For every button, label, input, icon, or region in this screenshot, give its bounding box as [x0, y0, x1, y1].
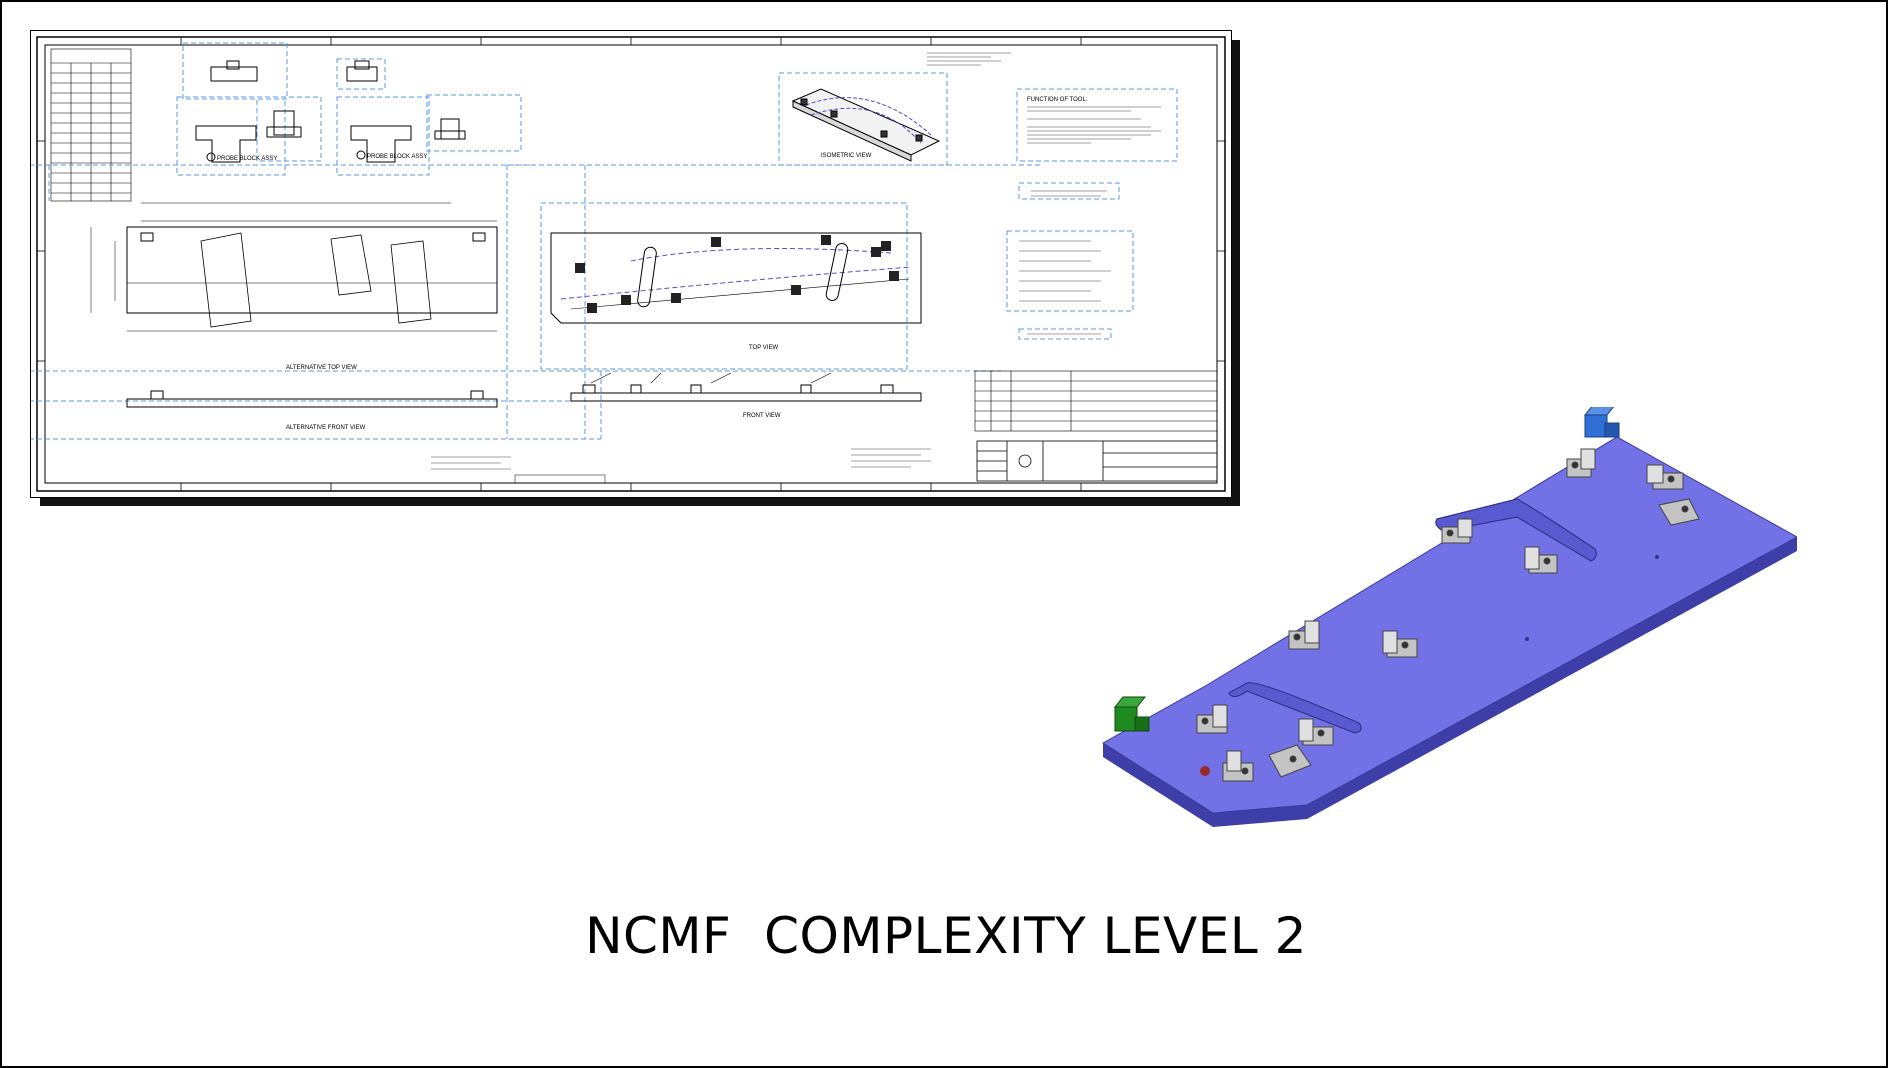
- fixture-model-svg: [1102, 407, 1797, 827]
- clamp: [1196, 704, 1228, 734]
- notes-lines: [927, 52, 1161, 335]
- clamp: [1382, 630, 1418, 658]
- clamp: [1441, 518, 1473, 544]
- probe-block-label-2: PROBE BLOCK ASSY: [367, 154, 427, 160]
- probe-block-sketches: [195, 60, 466, 163]
- fixture-slot-lower: [1228, 682, 1362, 734]
- clamp: [1524, 546, 1558, 574]
- locator-blue: [1583, 407, 1620, 438]
- fixture-hole: [1525, 637, 1529, 641]
- slide-title: NCMF COMPLEXITY LEVEL 2: [585, 907, 1307, 965]
- fixture-plate: [1102, 436, 1797, 814]
- title-block: [976, 440, 1218, 482]
- fixture-clamps: [1196, 448, 1700, 782]
- top-view-sketch: [550, 232, 922, 324]
- alternative-front-view-sketch: [126, 390, 498, 408]
- probe-block-label-1: PROBE BLOCK ASSY: [217, 156, 277, 162]
- clamp: [1268, 744, 1312, 778]
- top-view-clamps: [575, 235, 899, 313]
- isometric-view-sketch: [791, 88, 941, 162]
- function-of-tool-label: FUNCTION OF TOOL:: [1027, 97, 1088, 103]
- fixture-hole: [1200, 766, 1210, 776]
- fixture-plate-side: [1103, 537, 1797, 827]
- front-view-label: FRONT VIEW: [743, 413, 781, 419]
- alternative-front-view-label: ALTERNATIVE FRONT VIEW: [286, 425, 366, 431]
- top-view-label: TOP VIEW: [749, 345, 778, 351]
- clamp: [1646, 464, 1684, 490]
- view-boundaries: [31, 42, 1178, 440]
- clamp: [1566, 448, 1596, 478]
- fixture-hole: [1655, 555, 1659, 559]
- clamp: [1298, 718, 1334, 746]
- locator-green: [1113, 696, 1150, 732]
- clamp: [1288, 620, 1320, 650]
- alternative-top-view-label: ALTERNATIVE TOP VIEW: [286, 365, 357, 371]
- fixture-slot-upper: [1435, 498, 1597, 562]
- hole-location-table: [50, 48, 132, 202]
- engineering-drawing: PROBE BLOCK ASSY PROBE BLOCK ASSY ISOMET…: [30, 30, 1232, 498]
- drawing-sheet: PROBE BLOCK ASSY PROBE BLOCK ASSY ISOMET…: [31, 36, 1226, 492]
- title-block-notes: [431, 448, 931, 484]
- isometric-view-label: ISOMETRIC VIEW: [821, 153, 872, 159]
- revision-block: [974, 370, 1218, 432]
- clamp: [1658, 498, 1700, 526]
- alternative-top-view-sketch: [90, 202, 498, 332]
- clamp: [1222, 750, 1254, 782]
- front-view-sketch: [570, 372, 922, 402]
- fixture-3d-model: [1097, 407, 1797, 837]
